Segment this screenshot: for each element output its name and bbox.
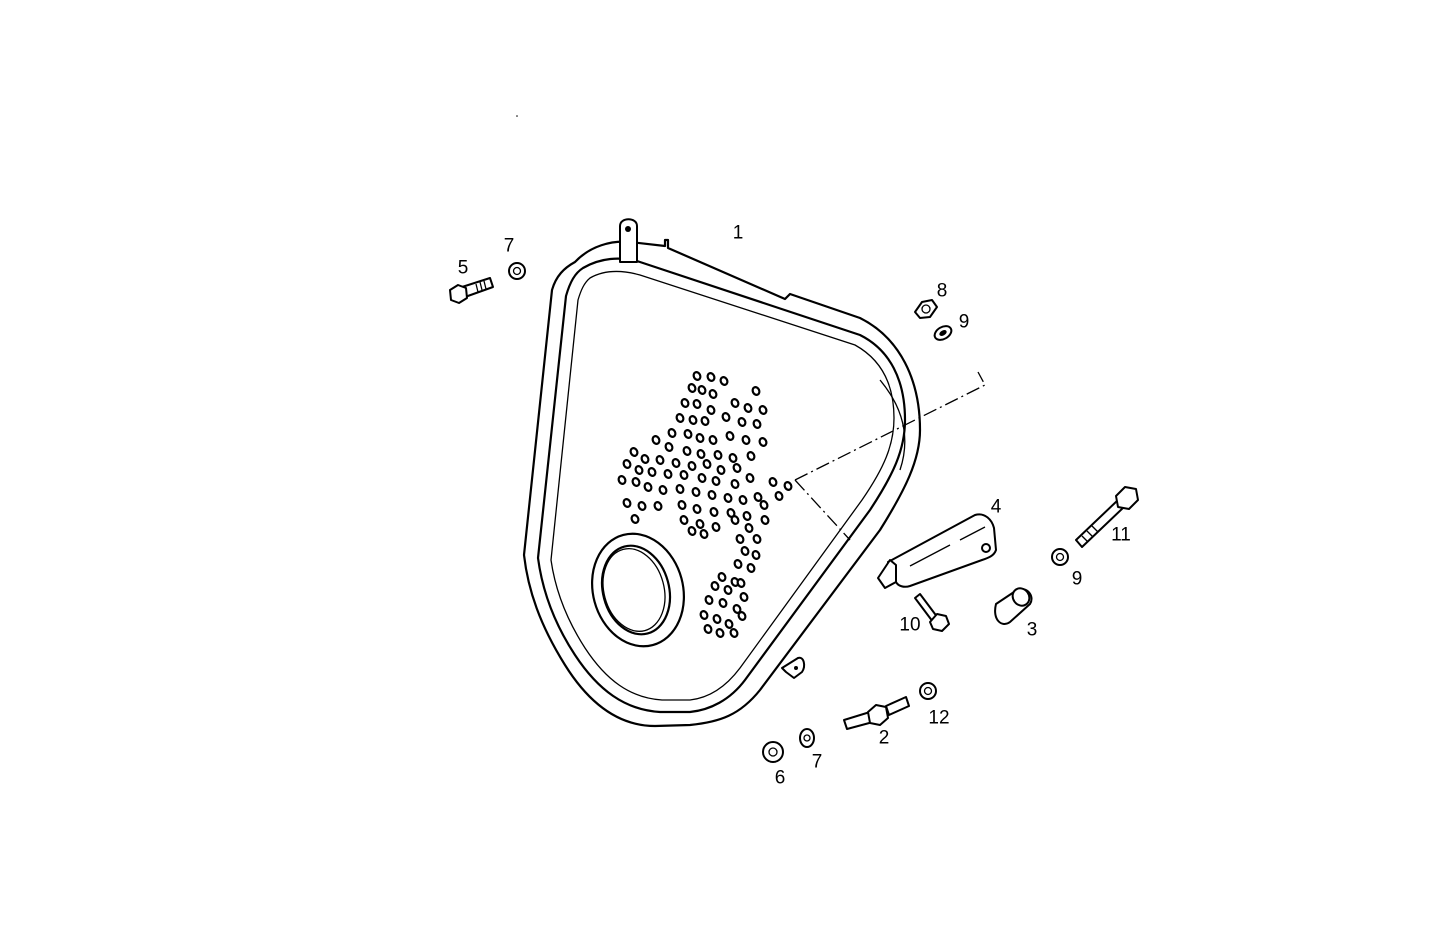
washer-part-9-right <box>1051 548 1069 566</box>
cover-part-1 <box>522 218 986 728</box>
washer-part-9-top <box>933 325 953 341</box>
callout-washer-12: 12 <box>928 707 950 729</box>
washer-part-7-bottom <box>799 728 815 748</box>
hex-nut-part-8 <box>914 299 938 319</box>
callout-washer-9: 9 <box>1071 568 1083 590</box>
callout-washer-9: 9 <box>958 311 970 333</box>
callout-stud-2: 2 <box>878 727 890 749</box>
callout-hex-nut-6: 6 <box>774 767 786 789</box>
callout-hex-nut-8: 8 <box>936 280 948 302</box>
callout-washer-7: 7 <box>503 235 515 257</box>
hex-bolt-part-11 <box>1075 486 1139 548</box>
hex-bolt-part-5 <box>449 277 494 304</box>
spacer-sleeve-part-3 <box>994 587 1033 625</box>
callout-hex-bolt-10: 10 <box>899 614 921 636</box>
callout-washer-7: 7 <box>811 751 823 773</box>
callout-hex-bolt-11: 11 <box>1111 524 1131 546</box>
stray-mark <box>516 115 518 117</box>
washer-part-12 <box>919 682 937 700</box>
hex-nut-part-6 <box>762 741 784 763</box>
hex-bolt-part-10 <box>914 593 950 632</box>
washer-part-7-top <box>508 262 526 280</box>
callout-hex-bolt-5: 5 <box>457 257 469 279</box>
callout-spacer-sleeve-3: 3 <box>1026 619 1038 641</box>
perforation-pattern <box>617 371 793 638</box>
callout-bracket-4: 4 <box>990 496 1002 518</box>
stud-part-2 <box>843 696 910 730</box>
bracket-part-4 <box>877 513 997 589</box>
callout-cover-1: 1 <box>732 222 744 244</box>
